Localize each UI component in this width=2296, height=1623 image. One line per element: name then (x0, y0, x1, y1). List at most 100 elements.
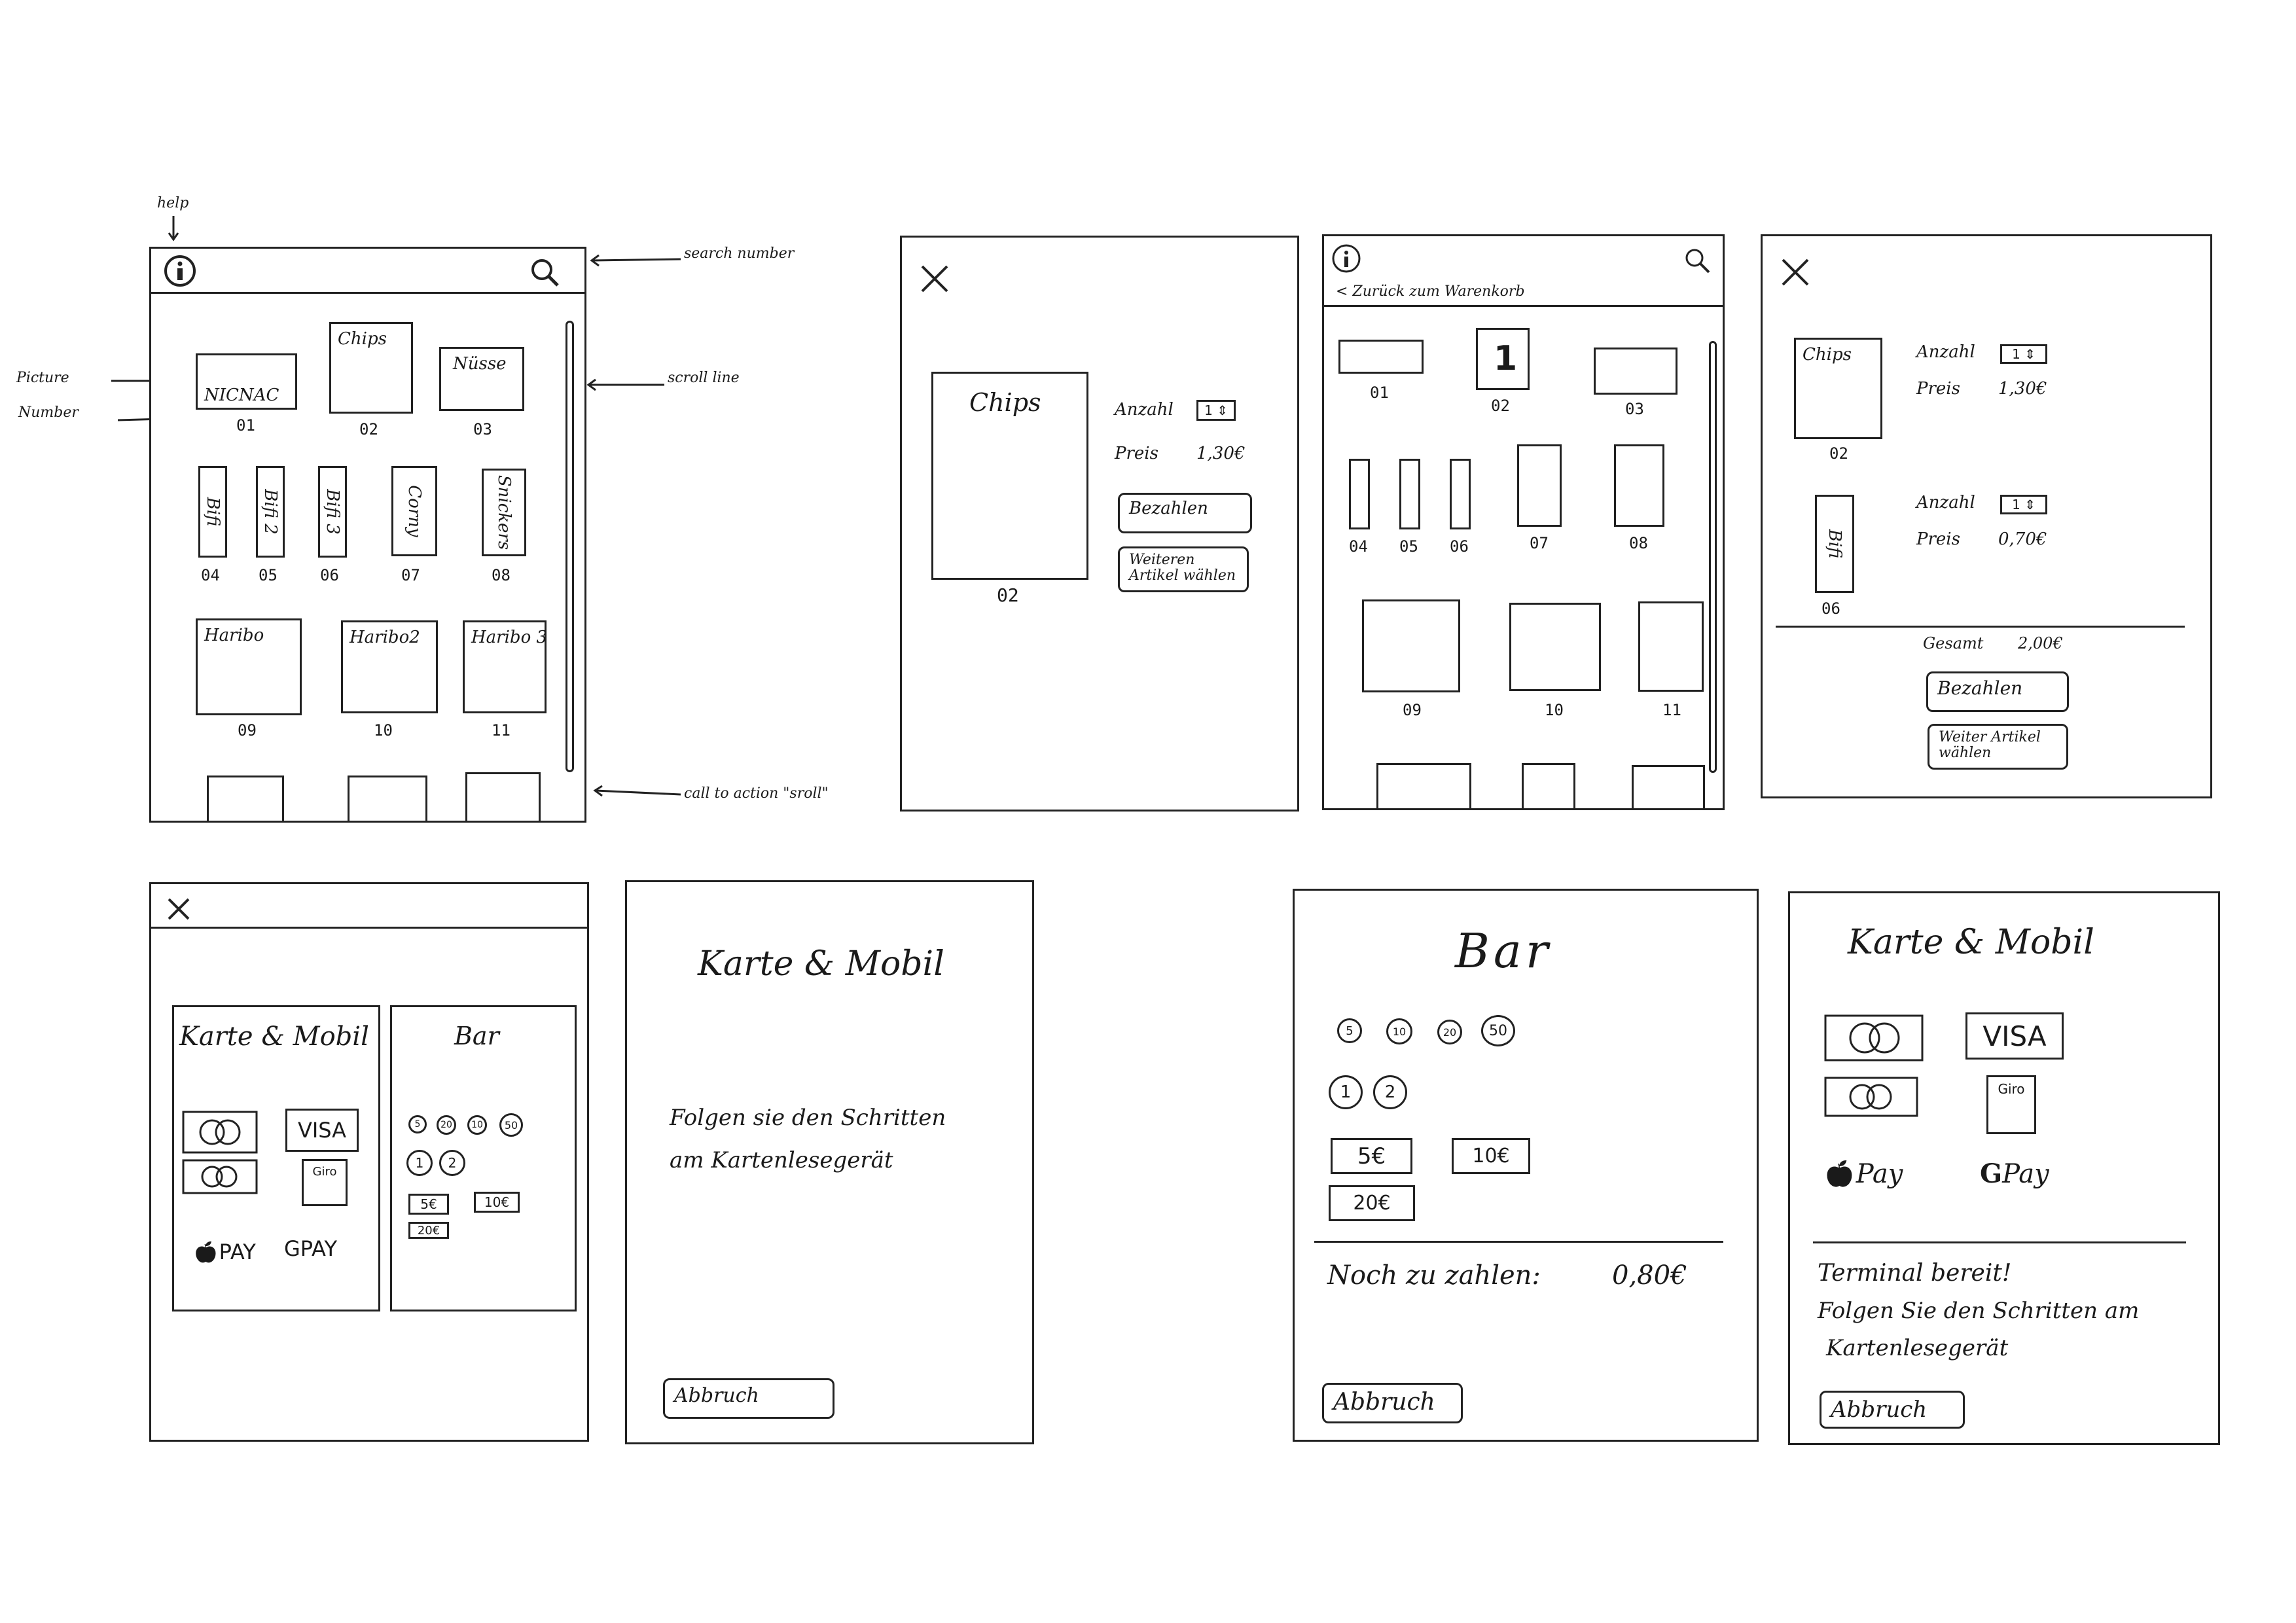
card-mobile-option[interactable]: Karte & Mobil VISA Giro 🍎︎PAY GPAY (172, 1005, 380, 1311)
product-picture[interactable] (465, 772, 541, 823)
coin[interactable]: 20 (1437, 1020, 1462, 1044)
header-divider (1324, 305, 1723, 307)
cancel-button[interactable]: Abbruch (1820, 1391, 1965, 1429)
product-picture[interactable] (348, 776, 427, 823)
product-number: 01 (236, 416, 255, 435)
close-icon[interactable] (918, 262, 951, 295)
quantity-label: Anzahl (1916, 493, 1975, 512)
back-to-cart-link[interactable]: < Zurück zum Warenkorb (1336, 283, 1525, 300)
product-picture[interactable] (1338, 340, 1424, 374)
mastercard-icon[interactable] (182, 1111, 259, 1155)
mastercard-icon[interactable] (1824, 1014, 1924, 1061)
banknote[interactable]: 5€ (408, 1194, 449, 1215)
product-picture[interactable] (1399, 459, 1420, 529)
apple-icon: 🍎︎ (1823, 1159, 1856, 1189)
product-picture[interactable] (1349, 459, 1370, 529)
pay-button[interactable]: Bezahlen (1118, 493, 1252, 533)
screen-cart: Chips 02 Anzahl 1 ⇕ Preis 1,30€ Bifi 06 … (1761, 234, 2212, 798)
coin[interactable]: 5 (1337, 1018, 1362, 1043)
giro-card[interactable]: Giro (302, 1159, 348, 1206)
product-picture[interactable] (1522, 763, 1575, 810)
coin[interactable]: 20 (437, 1115, 456, 1135)
banknote[interactable]: 5€ (1331, 1138, 1412, 1174)
product-picture[interactable]: Corny (391, 466, 437, 556)
arrow-left-icon (593, 785, 681, 797)
product-picture[interactable]: Haribo (196, 618, 302, 715)
more-items-button[interactable]: Weiteren Artikel wählen (1118, 546, 1249, 592)
giro-card[interactable]: Giro (1986, 1075, 2036, 1134)
product-picture[interactable]: Snickers (482, 469, 526, 556)
search-icon[interactable] (528, 255, 562, 289)
product-picture[interactable] (1632, 765, 1705, 810)
product-picture[interactable]: Bifi 2 (256, 466, 285, 558)
product-number: 02 (997, 584, 1019, 606)
cancel-button[interactable]: Abbruch (663, 1378, 834, 1419)
close-icon[interactable] (166, 896, 192, 922)
google-pay[interactable]: GPay (1980, 1158, 2049, 1189)
info-icon[interactable] (163, 254, 197, 288)
price-label: Preis (1916, 529, 1960, 549)
maestro-icon[interactable] (1824, 1077, 1919, 1117)
coin[interactable]: 50 (1481, 1015, 1515, 1046)
google-pay[interactable]: GPAY (284, 1236, 337, 1261)
product-number: 09 (238, 721, 257, 740)
coin[interactable]: 10 (1386, 1018, 1412, 1044)
banknote[interactable]: 10€ (474, 1192, 520, 1213)
cart-badge: 1 (1494, 339, 1518, 378)
apple-pay[interactable]: 🍎︎PAY (192, 1240, 256, 1264)
product-picture[interactable] (1614, 444, 1664, 527)
cancel-button[interactable]: Abbruch (1322, 1383, 1463, 1423)
price-value: 1,30€ (1196, 444, 1246, 463)
product-picture[interactable] (1362, 599, 1460, 692)
maestro-icon[interactable] (182, 1159, 259, 1195)
product-picture[interactable]: Nüsse (439, 347, 524, 411)
quantity-stepper[interactable]: 1 ⇕ (1196, 400, 1236, 421)
product-picture[interactable] (1450, 459, 1471, 529)
scroll-line[interactable] (565, 321, 574, 772)
coin[interactable]: 5 (408, 1115, 427, 1133)
product-number: 02 (1829, 444, 1848, 463)
product-picture[interactable]: Chips (329, 322, 413, 414)
banknote[interactable]: 20€ (408, 1222, 449, 1239)
quantity-stepper[interactable]: 1 ⇕ (2000, 344, 2047, 364)
visa-card[interactable]: VISA (285, 1109, 359, 1152)
product-picture[interactable] (1517, 444, 1562, 527)
product-picture[interactable] (1509, 603, 1601, 691)
visa-card[interactable]: VISA (1965, 1012, 2064, 1060)
coin[interactable]: 1 (1329, 1075, 1363, 1109)
banknote[interactable]: 20€ (1329, 1185, 1415, 1221)
screen-product-grid: NICNAC 01 Chips 02 Nüsse 03 Bifi 04 Bifi… (149, 247, 586, 823)
product-picture[interactable]: Bifi (198, 466, 227, 558)
coin[interactable]: 2 (1373, 1075, 1407, 1109)
product-picture[interactable] (1638, 601, 1704, 692)
product-picture[interactable] (207, 776, 284, 823)
product-picture[interactable]: Haribo 3 (463, 620, 547, 713)
scroll-line[interactable] (1709, 341, 1717, 773)
coin[interactable]: 10 (467, 1115, 487, 1135)
product-picture[interactable]: Bifi 3 (318, 466, 347, 558)
product-picture[interactable] (1376, 763, 1471, 810)
info-icon[interactable] (1331, 243, 1362, 274)
status-line: Terminal bereit! (1818, 1260, 2012, 1287)
apple-pay[interactable]: 🍎︎Pay (1823, 1159, 1903, 1189)
more-items-button[interactable]: Weiter Artikel wählen (1928, 724, 2068, 770)
arrow-left-icon (590, 254, 681, 267)
product-picture[interactable]: NICNAC (196, 353, 297, 410)
product-number: 02 (1491, 397, 1510, 415)
coin[interactable]: 1 (406, 1150, 433, 1176)
pay-button[interactable]: Bezahlen (1926, 671, 2069, 712)
coin[interactable]: 2 (439, 1150, 465, 1176)
product-picture[interactable]: 1 (1476, 328, 1530, 390)
product-picture[interactable]: Haribo2 (341, 620, 438, 713)
annotation-search-number: search number (684, 245, 795, 262)
banknote[interactable]: 10€ (1452, 1138, 1530, 1174)
search-icon[interactable] (1683, 246, 1712, 275)
remaining-value: 0,80€ (1612, 1260, 1687, 1291)
product-number: 06 (320, 566, 339, 584)
cash-option[interactable]: Bar 5 20 10 50 1 2 5€ 10€ 20€ (390, 1005, 577, 1311)
product-picture[interactable] (1594, 348, 1677, 395)
quantity-stepper[interactable]: 1 ⇕ (2000, 495, 2047, 514)
close-icon[interactable] (1779, 256, 1812, 289)
coin[interactable]: 50 (499, 1113, 523, 1137)
product-number: 04 (1349, 537, 1368, 556)
